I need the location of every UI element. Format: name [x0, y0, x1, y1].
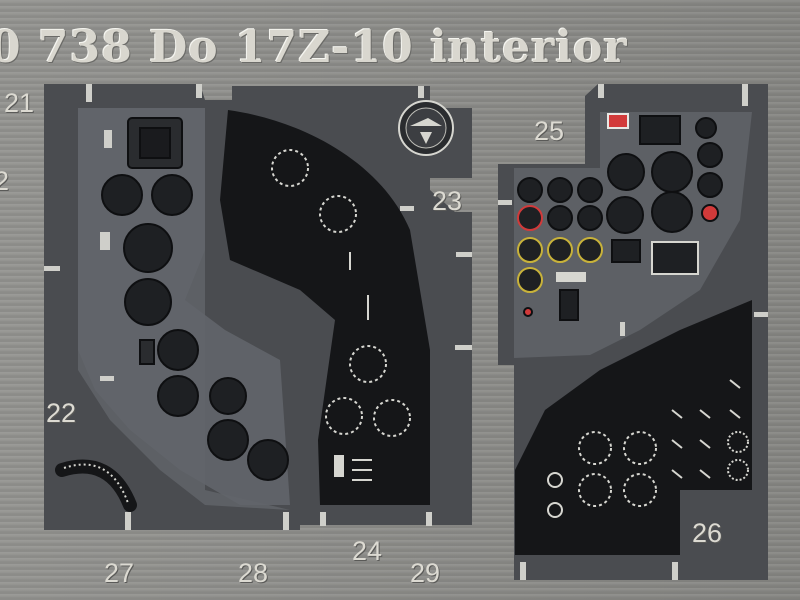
part-number-28: 28	[238, 558, 269, 588]
part-number-29: 29	[410, 558, 441, 588]
panel-26-dials	[547, 379, 749, 518]
arc-27	[55, 459, 137, 512]
left-fret	[44, 84, 472, 530]
part-number-23: 23	[432, 186, 463, 216]
compass-23	[398, 100, 454, 156]
sheet-title: 0 738 Do 17Z-10 interior	[0, 22, 628, 73]
part-number-22: 22	[46, 398, 77, 428]
part-number-25: 25	[534, 116, 565, 146]
part-number-21: 21	[4, 88, 35, 118]
part-number-2: 2	[0, 166, 10, 196]
part-number-24: 24	[352, 536, 383, 566]
panel-21-dials	[100, 117, 289, 481]
part-number-27: 27	[104, 558, 135, 588]
panel-28-dials	[271, 149, 411, 481]
panel-25-dials	[517, 113, 723, 321]
panel-26	[515, 300, 752, 555]
right-fret	[498, 84, 768, 580]
part-number-26: 26	[692, 518, 723, 548]
